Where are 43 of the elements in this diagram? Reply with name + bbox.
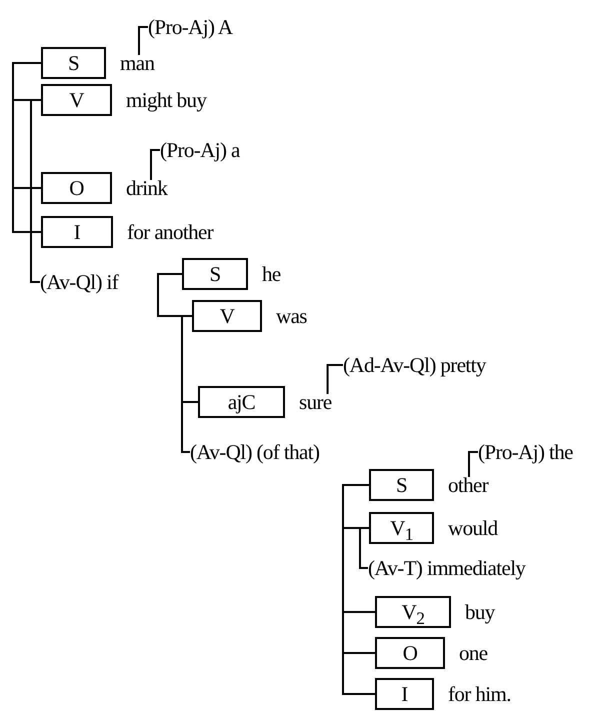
- tree-line: [342, 652, 375, 695]
- word-text: one: [459, 641, 488, 665]
- role-box: V$_{2}$: [375, 596, 451, 628]
- modifier-label: (Ad-Av-Ql) pretty: [343, 353, 486, 377]
- word-text: might buy: [126, 88, 206, 112]
- word-text: was: [276, 304, 307, 328]
- word-text: for him.: [448, 682, 511, 706]
- modifier-label: (Av-Ql) if: [40, 270, 118, 294]
- modifier-label: (Av-T) immediately: [368, 556, 526, 580]
- tree-line: [12, 62, 41, 101]
- tree-line: [181, 315, 192, 453]
- role-box: O: [41, 172, 112, 204]
- role-box: O: [375, 637, 445, 669]
- modifier-label: (Pro-Aj) the: [478, 440, 573, 464]
- tree-line: [30, 99, 41, 283]
- word-text: buy: [465, 600, 495, 624]
- word-text: sure: [299, 390, 332, 414]
- word-text: for another: [127, 220, 214, 244]
- word-text: would: [448, 516, 498, 540]
- word-text: man: [120, 51, 154, 75]
- role-box: ajC: [198, 386, 285, 418]
- tree-line: [150, 149, 160, 180]
- word-text: drink: [126, 176, 168, 200]
- role-box: S: [41, 47, 106, 79]
- tree-line: [326, 364, 343, 394]
- role-box: I: [41, 216, 113, 248]
- tree-line: [342, 484, 369, 529]
- role-box: V: [192, 300, 262, 332]
- modifier-label: (Av-Ql) (of that): [190, 440, 320, 464]
- modifier-label: (Pro-Aj) a: [160, 138, 240, 162]
- role-box: S: [182, 258, 248, 290]
- word-text: other: [448, 473, 488, 497]
- tree-line: [12, 187, 41, 233]
- tree-line: [468, 451, 478, 477]
- tree-line: [359, 527, 369, 569]
- role-box: V: [41, 84, 112, 116]
- tree-line: [138, 26, 148, 55]
- role-box: S: [369, 469, 434, 501]
- tree-line: [342, 611, 375, 654]
- word-text: he: [262, 262, 281, 286]
- modifier-label: (Pro-Aj) A: [148, 15, 232, 39]
- role-box: V$_{1}$: [369, 512, 434, 544]
- role-box: I: [375, 678, 434, 710]
